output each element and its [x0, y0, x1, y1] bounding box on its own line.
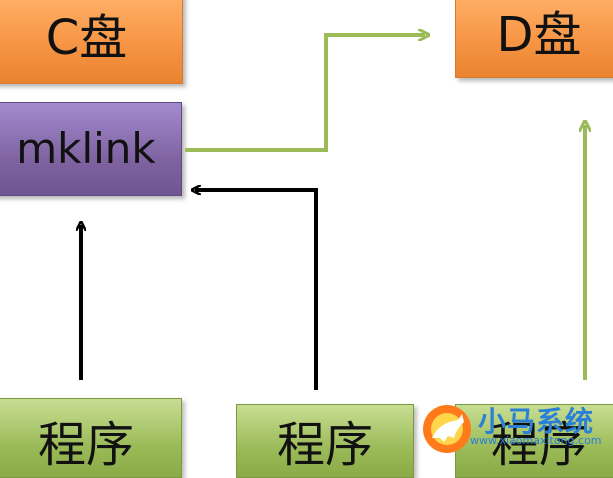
arrow-mklink-to-d-drive	[185, 35, 425, 152]
mklink-box: mklink	[0, 102, 182, 196]
c-drive-box: C盘	[0, 0, 183, 84]
arrow-program2-to-mklink	[195, 190, 318, 390]
d-drive-label: D盘	[496, 7, 582, 63]
mklink-label: mklink	[16, 124, 156, 173]
watermark-title: 小马系统	[478, 405, 595, 438]
c-drive-label: C盘	[45, 10, 128, 66]
d-drive-box: D盘	[455, 0, 613, 78]
horse-logo-icon	[423, 405, 471, 453]
watermark-url: www.xiaomaxitong.com	[470, 434, 602, 447]
watermark-logo: 小马系统 www.xiaomaxitong.com	[418, 398, 613, 460]
arrows-layer	[0, 0, 613, 390]
